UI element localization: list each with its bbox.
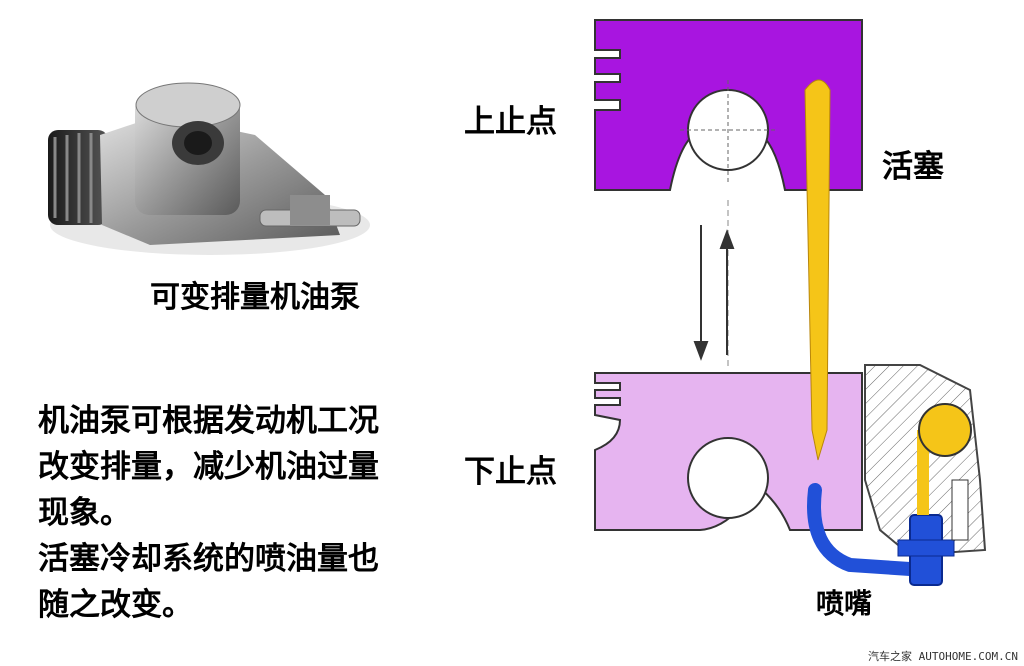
piston-tdc <box>594 19 863 191</box>
piston-bdc <box>594 372 863 531</box>
nozzle-label: 喷嘴 <box>816 587 873 620</box>
description-line: 改变排量，减少机油过量 <box>38 449 379 485</box>
piston-label: 活塞 <box>882 149 944 185</box>
motion-arrows <box>693 225 735 361</box>
oil-jet <box>804 79 831 461</box>
oil-pump-image <box>48 82 370 255</box>
description-text: 机油泵可根据发动机工况 改变排量，减少机油过量 现象。 活塞冷却系统的喷油量也 … <box>38 398 379 628</box>
watermark: 汽车之家 AUTOHOME.COM.CN <box>868 650 1018 663</box>
nozzle-assembly <box>807 403 972 586</box>
pump-caption: 可变排量机油泵 <box>150 280 360 315</box>
description-line: 机油泵可根据发动机工况 <box>38 403 379 439</box>
description-line: 随之改变。 <box>38 587 193 623</box>
description-line: 活塞冷却系统的喷油量也 <box>38 541 379 577</box>
description-line: 现象。 <box>38 495 131 531</box>
tdc-label: 上止点 <box>464 104 557 140</box>
bdc-label: 下止点 <box>464 454 557 490</box>
piston-diagram <box>594 19 987 586</box>
